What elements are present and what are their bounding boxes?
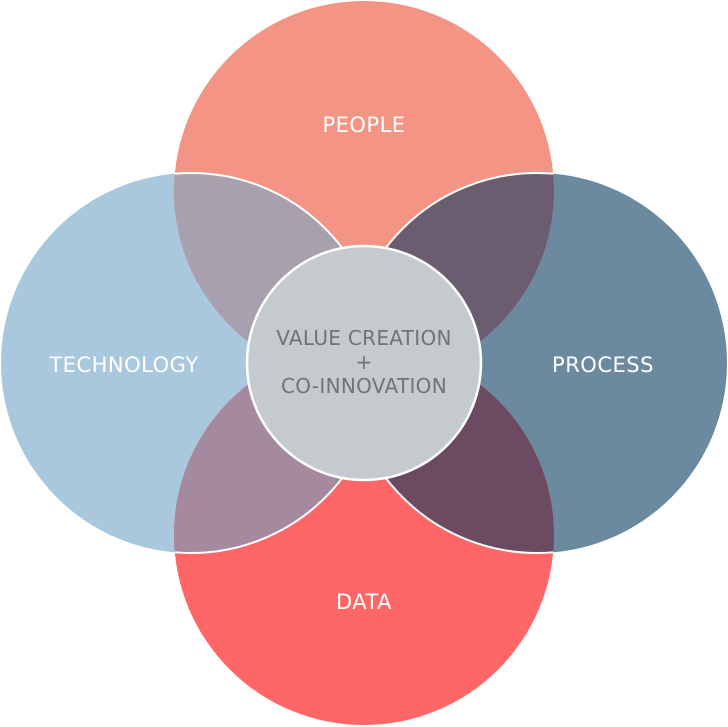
process-label: PROCESS [552,353,654,377]
people-label: PEOPLE [322,113,405,137]
technology-label: TECHNOLOGY [48,353,198,377]
center-line-co-innovation: CO-INNOVATION [281,374,447,398]
center-line-plus: + [355,350,372,374]
center-line-value-creation: VALUE CREATION [276,326,452,350]
center-circle [245,244,483,482]
data-label: DATA [336,590,392,614]
